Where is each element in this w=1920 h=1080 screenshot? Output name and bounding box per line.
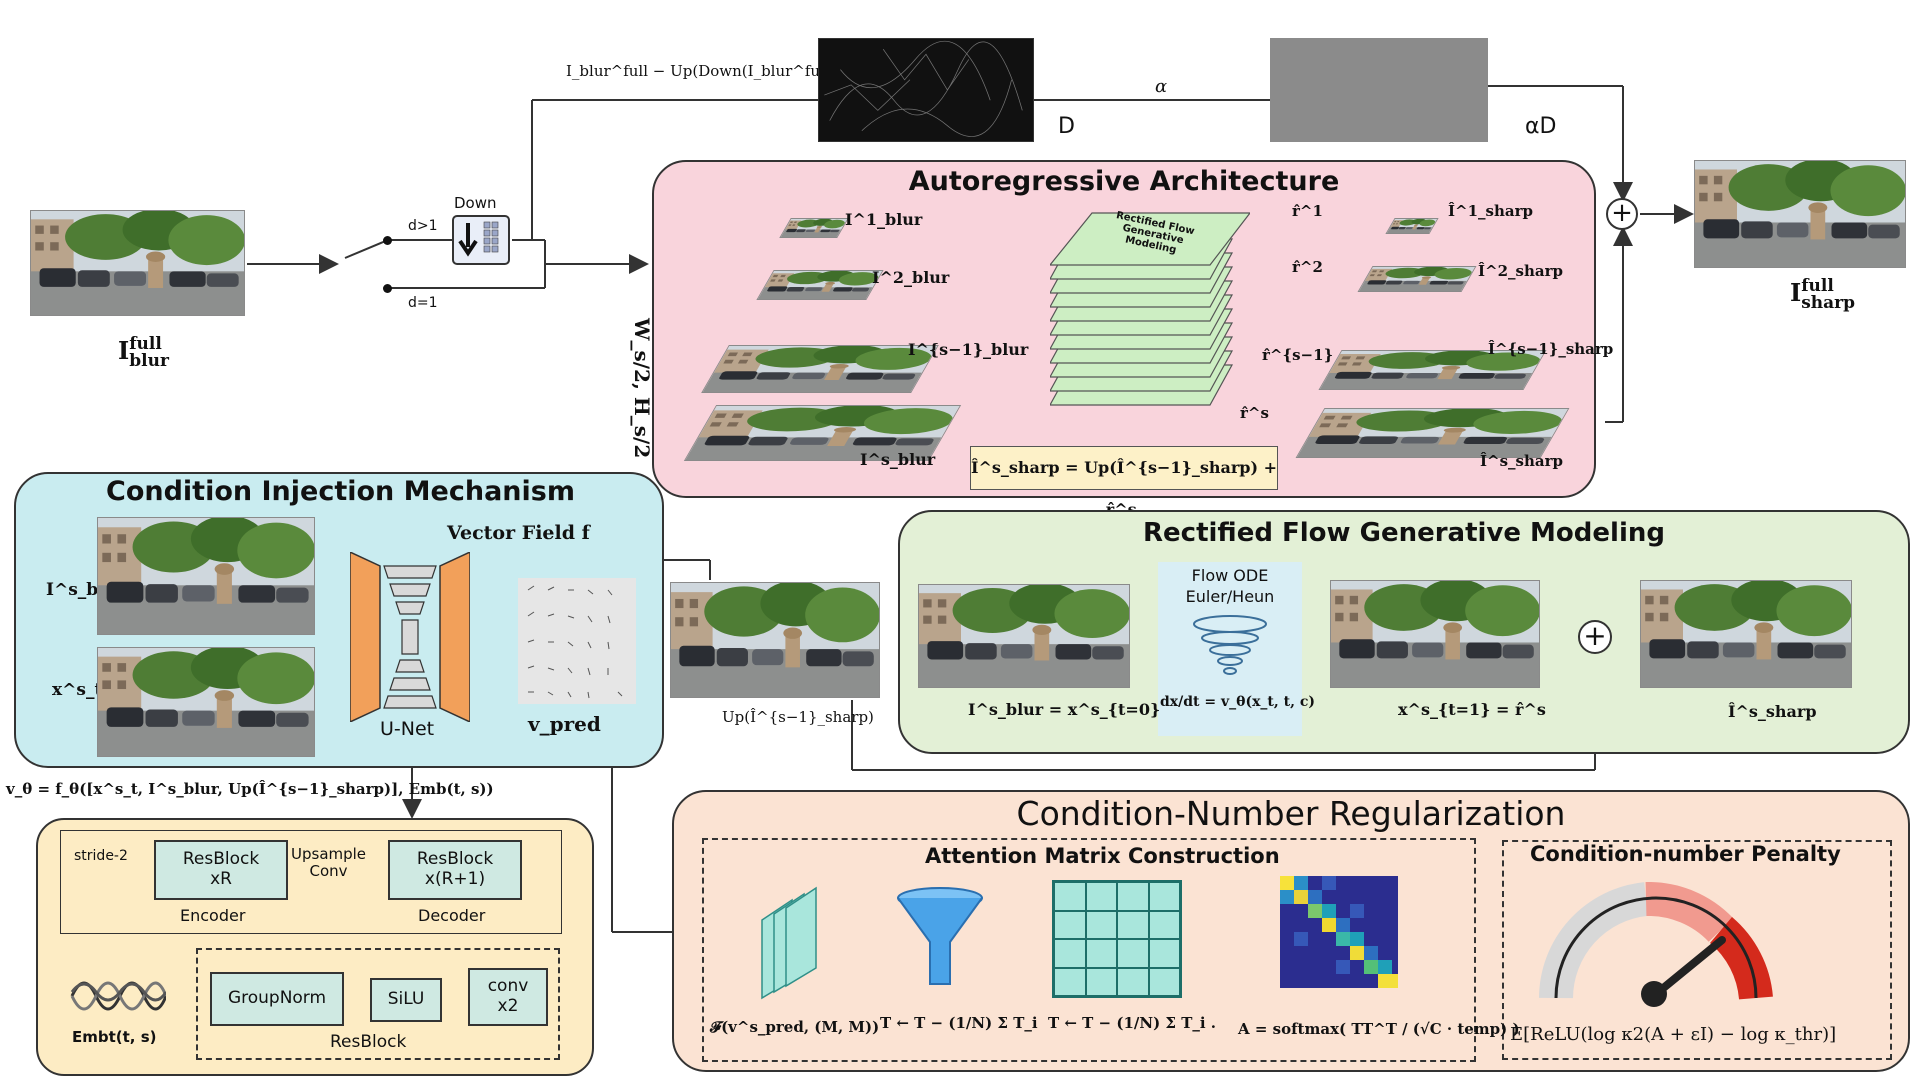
x0-label: I^s_blur = x^s_{t=0} bbox=[968, 700, 1161, 719]
alpha-label: α bbox=[1155, 76, 1168, 97]
scaled-detail-image bbox=[1270, 38, 1488, 142]
upsampled-sharp-image bbox=[670, 582, 880, 698]
embedding-wave-icon bbox=[70, 981, 166, 1011]
funnel-icon bbox=[897, 887, 983, 985]
x1-label: x^s_{t=1} = r̂^s bbox=[1398, 700, 1546, 719]
centering-formula-2: T ← T − (1/N) Σ T_i . bbox=[1048, 1014, 1217, 1032]
flow-ode-box bbox=[1158, 562, 1302, 736]
d-gt1-label: d>1 bbox=[408, 218, 438, 234]
switch-node-top bbox=[383, 236, 392, 245]
encoder-label: Encoder bbox=[180, 906, 246, 925]
softmax-formula: A = softmax( TT^T / (√C · temp) ) bbox=[1238, 1020, 1520, 1038]
alphaD-label: αD bbox=[1525, 114, 1557, 139]
vector-field-plot bbox=[518, 578, 636, 704]
switch-node-bottom bbox=[383, 284, 392, 293]
embed-label: Embt(t, s) bbox=[72, 1028, 157, 1046]
unet-label: U-Net bbox=[380, 718, 435, 740]
rf-output-image bbox=[1640, 580, 1852, 688]
v-theta-formula: v_θ = f_θ([x^s_t, I^s_blur, Up(Î^{s−1}_s… bbox=[6, 780, 494, 798]
add-node-rf: + bbox=[1578, 620, 1612, 654]
residual-4: r̂^s bbox=[1240, 404, 1269, 422]
blur-level-3 bbox=[701, 345, 939, 393]
add-node-top: + bbox=[1606, 198, 1638, 230]
sharp-level-2-label: Î^2_sharp bbox=[1478, 262, 1563, 280]
output-sharp-image bbox=[1694, 160, 1906, 268]
sharp-level-4 bbox=[1295, 408, 1570, 458]
blur-level-2 bbox=[756, 270, 884, 300]
stride-label: stride-2 bbox=[74, 848, 128, 864]
blur-level-1 bbox=[779, 218, 849, 238]
attention-heatmap bbox=[1280, 876, 1398, 988]
ode-equation: dx/dt = v_θ(x_t, t, c) bbox=[1160, 694, 1316, 710]
groupnorm-block: GroupNorm bbox=[210, 972, 344, 1026]
blur-level-3-label: I^{s−1}_blur bbox=[908, 340, 1029, 359]
blur-level-4-label: I^s_blur bbox=[860, 450, 936, 469]
detail-map-image bbox=[818, 38, 1034, 142]
centering-formula: T ← T − (1/N) Σ T_i bbox=[880, 1014, 1038, 1032]
rf-x1-image bbox=[1330, 580, 1540, 688]
sharp-level-1 bbox=[1385, 218, 1439, 234]
downsample-icon bbox=[452, 215, 510, 265]
blur-level-1-label: I^1_blur bbox=[845, 210, 923, 229]
feature-stack-icon bbox=[761, 886, 817, 1000]
ci-input-xt-label: x^s_ti bbox=[52, 680, 109, 700]
residual-1: r̂^1 bbox=[1292, 202, 1323, 220]
blur-level-2-label: I^2_blur bbox=[872, 268, 950, 287]
resblock-label: ResBlock bbox=[330, 1032, 407, 1052]
sharp-level-1-label: Î^1_sharp bbox=[1448, 202, 1533, 220]
penalty-frame bbox=[1502, 840, 1892, 1060]
up-label: Up(Î^{s−1}_sharp) bbox=[722, 708, 874, 726]
reshape-formula: 𝓕(v^s_pred, (M, M)) bbox=[710, 1018, 880, 1036]
attention-frame bbox=[702, 838, 1476, 1062]
encoder-decoder-frame bbox=[60, 830, 562, 934]
update-formula: Î^s_sharp = Up(Î^{s−1}_sharp) + r̂^s. bbox=[970, 446, 1278, 519]
autoregressive-title: Autoregressive Architecture bbox=[908, 166, 1340, 197]
ci-blur-image bbox=[97, 517, 315, 635]
vector-field-label: Vector Field f bbox=[447, 522, 590, 544]
detail-formula: I_blur^full − Up(Down(I_blur^full)) bbox=[566, 62, 842, 80]
unet-icon bbox=[350, 552, 470, 722]
ci-xt-image bbox=[97, 647, 315, 757]
penalty-formula: E[ReLU(log κ2(A + εI) − log κ_thr)] bbox=[1510, 1024, 1837, 1045]
attention-title: Attention Matrix Construction bbox=[925, 844, 1280, 868]
rf-x0-image bbox=[918, 584, 1130, 688]
condition-injection-title: Condition Injection Mechanism bbox=[106, 476, 575, 507]
rectified-flow-stack bbox=[1050, 212, 1250, 406]
decoder-label: Decoder bbox=[418, 906, 486, 925]
regularization-title: Condition-Number Regularization bbox=[1016, 794, 1566, 833]
residual-2: r̂^2 bbox=[1292, 258, 1323, 276]
D-label: D bbox=[1058, 114, 1075, 139]
down-label: Down bbox=[454, 194, 497, 212]
tornado-icon bbox=[1193, 615, 1267, 675]
sharp-level-3-label: Î^{s−1}_sharp bbox=[1488, 340, 1614, 358]
input-blur-image bbox=[30, 210, 245, 316]
penalty-title: Condition-number Penalty bbox=[1530, 842, 1841, 866]
sharp-level-4-label: Î^s_sharp bbox=[1480, 452, 1563, 470]
d-eq1-label: d=1 bbox=[408, 295, 438, 311]
residual-3: r̂^{s−1} bbox=[1262, 346, 1334, 364]
vpred-label: v_pred bbox=[528, 712, 601, 736]
attention-grid bbox=[1052, 880, 1182, 998]
gauge-icon bbox=[1539, 881, 1773, 1007]
sharp-level-2 bbox=[1357, 266, 1477, 292]
rf-output-label: Î^s_sharp bbox=[1728, 702, 1817, 721]
resblock-frame bbox=[196, 948, 560, 1060]
scale-label: W_s/2, H_s/2 bbox=[630, 318, 654, 459]
silu-block: SiLU bbox=[370, 978, 442, 1022]
rectified-flow-title: Rectified Flow Generative Modeling bbox=[1143, 518, 1665, 548]
